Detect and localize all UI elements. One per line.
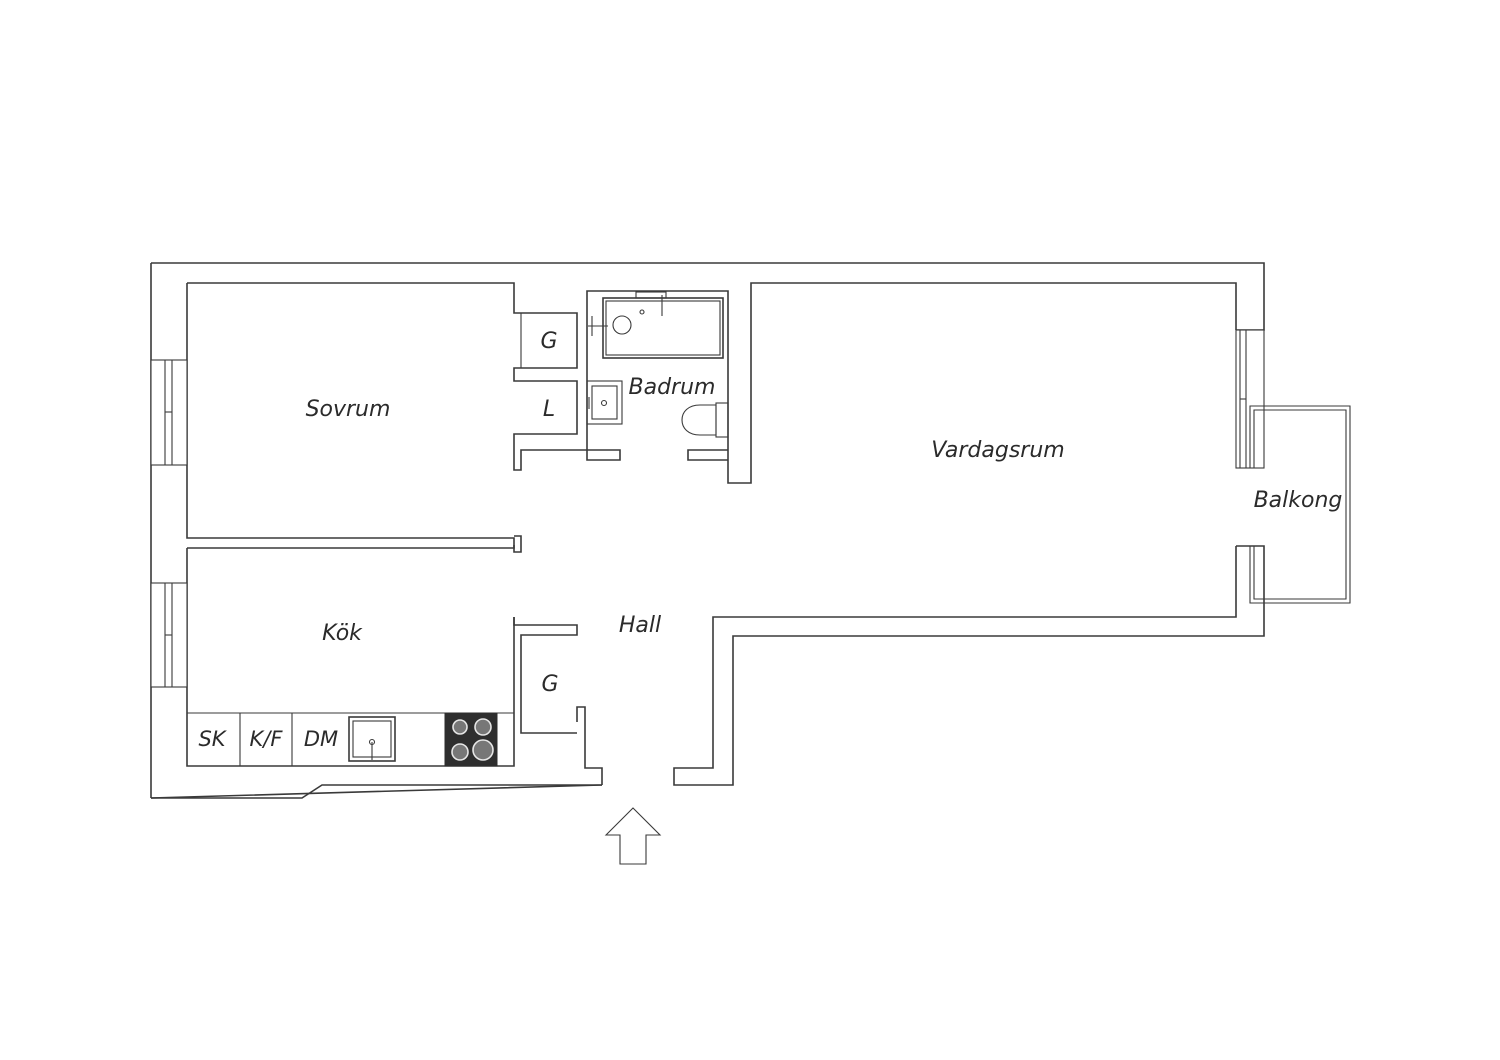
balcony — [1249, 405, 1351, 604]
bathroom-sink-icon — [586, 380, 623, 425]
room-label-badrum: Badrum — [629, 375, 716, 400]
arrow-up-icon — [604, 807, 662, 865]
window-left-lower — [150, 582, 188, 688]
room-label-garderob-2: G — [541, 672, 558, 697]
window-left-upper — [150, 359, 188, 466]
room-label-balkong: Balkong — [1254, 488, 1343, 513]
outer-wall-bottom — [151, 784, 602, 799]
appliance-label-sk: SK — [198, 727, 227, 751]
appliance-label-kf: K/F — [250, 727, 284, 751]
room-label-garderob-1: G — [540, 329, 557, 354]
room-label-linne: L — [543, 397, 555, 422]
inner-wall-sovrum — [187, 282, 1237, 484]
room-label-kok: Kök — [322, 621, 363, 646]
appliance-label-dm: DM — [304, 727, 338, 751]
stove-icon — [444, 712, 498, 767]
room-label-sovrum: Sovrum — [306, 397, 391, 422]
inner-wall-sovrum-left — [186, 283, 522, 553]
toilet-icon — [681, 402, 729, 438]
bathtub-icon — [588, 291, 724, 359]
sink-icon — [348, 716, 396, 762]
room-label-vardagsrum: Vardagsrum — [931, 438, 1064, 463]
room-label-hall: Hall — [619, 613, 661, 638]
outer-wall — [150, 262, 1265, 799]
window-right — [1235, 329, 1265, 469]
